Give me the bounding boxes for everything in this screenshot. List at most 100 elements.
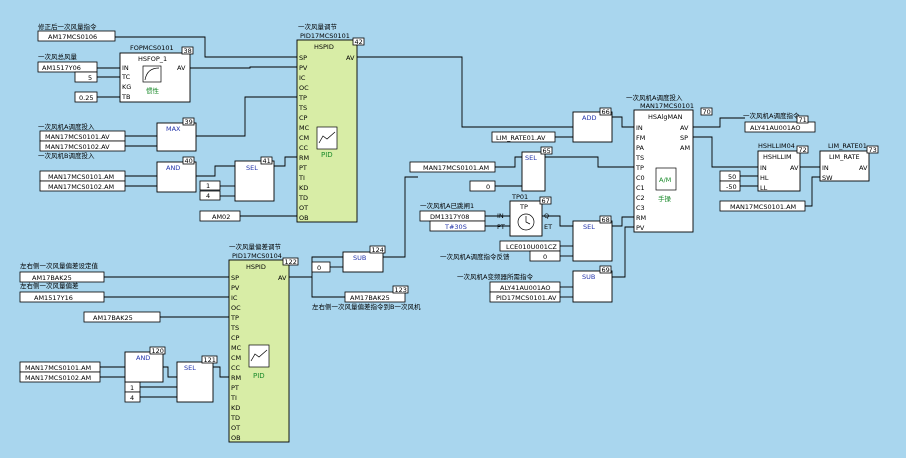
block-body[interactable]: [176, 361, 214, 403]
tag-box[interactable]: [491, 131, 556, 143]
and40-block[interactable]: AND 40: [156, 156, 197, 193]
tag-box[interactable]: [39, 140, 126, 152]
tag-box[interactable]: [74, 71, 98, 83]
hsalgman-block[interactable]: 一次风机A调度投入 MAN17MCS0101 HSAlgMAN 70 IN FM…: [626, 93, 713, 233]
block-number-badge: [796, 115, 809, 124]
sel121-block[interactable]: SEL 121: [176, 355, 218, 403]
pin-label: RM: [299, 154, 309, 162]
sel68-block[interactable]: SEL 68: [572, 215, 613, 262]
pin-label: CC: [299, 144, 309, 152]
tag-box[interactable]: [409, 161, 496, 173]
sub69-block[interactable]: SUB 69: [572, 265, 613, 303]
pin-label: CM: [299, 134, 309, 142]
pin-label: SP: [299, 54, 307, 62]
tag-box[interactable]: [744, 121, 816, 133]
block-body[interactable]: [156, 161, 197, 193]
block-number-badge: [181, 46, 194, 55]
tag-desc: 左右侧一次风量偏差: [20, 281, 79, 290]
timer-icon-hands: [525, 216, 531, 225]
tag-box[interactable]: [124, 391, 141, 403]
tag-box[interactable]: [19, 371, 101, 383]
block-body[interactable]: [342, 251, 384, 273]
tag-box[interactable]: [37, 30, 116, 42]
block-id: MAN17MCS0101: [640, 102, 694, 110]
tag-box[interactable]: [719, 200, 806, 212]
tag-box[interactable]: [719, 180, 741, 192]
tag-value: MAN17MCS0101.AV: [45, 133, 110, 141]
block-body[interactable]: [156, 122, 197, 152]
tag-box[interactable]: [489, 291, 561, 303]
pin-label: PV: [636, 224, 645, 232]
pin-label: CC: [231, 364, 241, 372]
tag-value: ALY41AU001AO: [750, 124, 801, 132]
tag-box[interactable]: [311, 261, 331, 273]
block-label: 手操: [658, 194, 672, 203]
tag-box[interactable]: [39, 180, 126, 192]
block-body[interactable]: [819, 150, 870, 182]
block-number: 66: [602, 108, 610, 116]
max-block[interactable]: MAX 39: [156, 117, 197, 152]
block-number-badge: [599, 107, 612, 116]
block-body[interactable]: [572, 220, 613, 262]
block-number-badge: [599, 265, 612, 274]
block-label: SEL: [246, 164, 258, 172]
pin-label: IN: [122, 64, 129, 72]
am-label: A/M: [659, 176, 671, 184]
tag-box[interactable]: [199, 210, 241, 222]
pin-label: AV: [278, 274, 287, 282]
block-label: SEL: [583, 223, 595, 231]
block-body[interactable]: [119, 52, 191, 103]
tag-box[interactable]: [19, 291, 105, 303]
tag-value: MAN17MCS0101.AM: [730, 203, 796, 211]
add-block[interactable]: ADD 66: [572, 107, 613, 143]
tag-box[interactable]: [429, 220, 486, 232]
pin-label: TS: [635, 154, 644, 162]
fopmcs-block[interactable]: FOPMCS0101 HSFOP_1 38 IN TC KG TB AV 惯性: [119, 44, 194, 103]
tag-box[interactable]: [83, 311, 161, 323]
block-body[interactable]: [234, 160, 275, 202]
block-body[interactable]: [572, 270, 613, 303]
tag-box[interactable]: [37, 61, 98, 73]
block-number-badge: [599, 215, 612, 224]
block-number: 72: [799, 146, 807, 154]
tp-block[interactable]: TP IN PT Q ET 67: [497, 196, 552, 237]
center-tags: LIM_RATE01.AV MAN17MCS0101.AM 0 一次风机A已跳闸…: [409, 131, 561, 303]
block-number: 68: [602, 216, 610, 224]
sub124-block[interactable]: SUB 124: [342, 245, 386, 273]
pin-label: IC: [299, 74, 306, 82]
tag-box[interactable]: [469, 180, 496, 192]
pin-label: AV: [346, 54, 355, 62]
tag-value: 4: [206, 192, 210, 200]
block-body[interactable]: [572, 111, 613, 143]
block-title: FOPMCS0101: [130, 44, 174, 52]
pin-label: SP: [680, 134, 688, 142]
and120-block[interactable]: AND 120: [124, 346, 166, 383]
block-type: HSFOP_1: [138, 55, 167, 63]
pid1-block[interactable]: 一次风量调节 PID17MCS0101 HSPID 42 SP PV IC OC…: [296, 22, 365, 223]
block-body[interactable]: [757, 150, 801, 192]
block-number-badge: [352, 37, 365, 46]
pin-label: MC: [231, 344, 242, 352]
tag-box[interactable]: [199, 190, 221, 201]
lim-rate-block[interactable]: LIM_RATE01 LIM_RATE IN SW AV 73: [819, 142, 879, 182]
tag-box[interactable]: [529, 250, 561, 262]
block-body[interactable]: [124, 351, 164, 383]
hshllim-block[interactable]: HSHLLIM04 HSHLLIM IN HL LL AV 72: [757, 142, 809, 192]
tag-box[interactable]: [19, 271, 105, 283]
block-number: 124: [372, 246, 384, 254]
tag-desc: 一次风机A调度投入: [38, 122, 95, 131]
block-number-badge: [149, 346, 166, 355]
block-body[interactable]: [521, 151, 546, 192]
sel65-block[interactable]: SEL 65 TP01: [511, 146, 553, 201]
block-number-badge: [201, 355, 218, 364]
tag-value: MAN17MCS0101.AM: [48, 173, 114, 181]
block-number: 71: [799, 116, 807, 124]
pid2-block[interactable]: 一次风量偏差调节 PID17MCS0104 HSPID 122 SP PV IC…: [228, 242, 299, 443]
tag-box[interactable]: [74, 91, 98, 103]
sel41-block[interactable]: SEL 41: [234, 156, 275, 202]
bottom-input-tags: 左右侧一次风量偏差设定值 AM17BAK25 左右侧一次风量偏差 AM1517Y…: [19, 261, 161, 403]
tag-box[interactable]: [199, 180, 221, 191]
pin-label: OC: [231, 304, 241, 312]
tag-box[interactable]: [344, 291, 406, 303]
